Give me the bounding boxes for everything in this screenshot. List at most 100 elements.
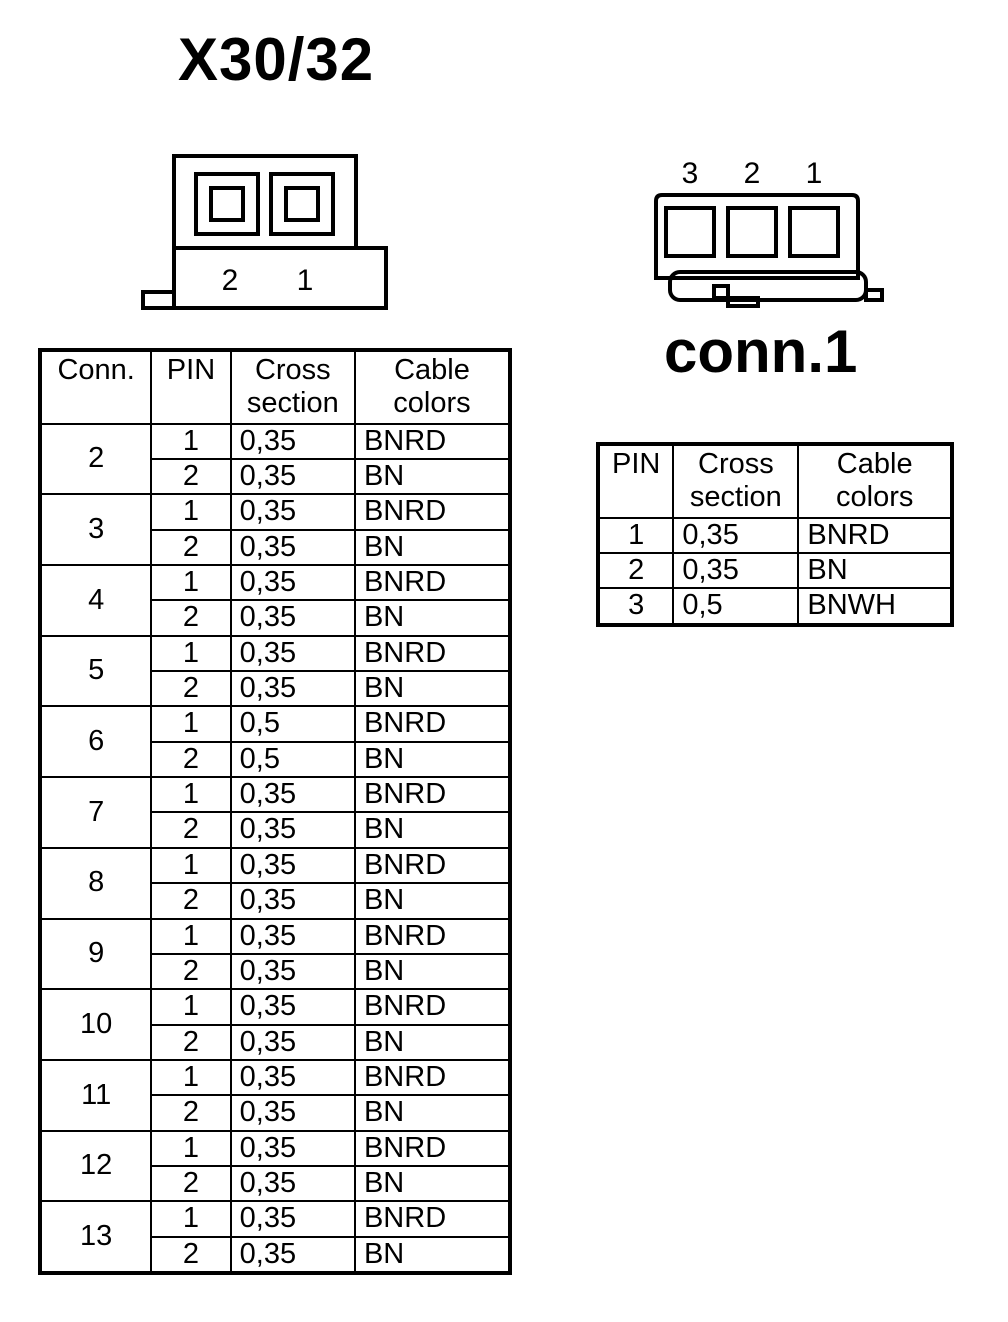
cable-color-value: BNRD — [353, 493, 512, 531]
conn1-housing — [654, 193, 860, 280]
conn-number: 11 — [38, 1058, 153, 1132]
pin-number: 1 — [150, 564, 232, 602]
cross-section-value: 0,35 — [229, 670, 356, 708]
pin-number: 1 — [150, 776, 232, 814]
cable-color-value: BN — [353, 811, 512, 849]
conn-number: 10 — [38, 988, 153, 1061]
x30-32-title: X30/32 — [178, 26, 375, 93]
x30-32-pin-1-inner — [284, 186, 320, 222]
cross-section-value: 0,35 — [672, 516, 800, 555]
cable-color-value: BN — [353, 599, 512, 637]
cross-section-value: 0,35 — [229, 564, 356, 602]
pin-number: 2 — [150, 811, 232, 849]
pin-number: 1 — [150, 917, 232, 955]
pin-number: 1 — [150, 1129, 232, 1167]
cross-section-value: 0,35 — [672, 552, 800, 590]
cross-section-value: 0,35 — [229, 1235, 356, 1274]
cross-section-value: 0,35 — [229, 917, 356, 955]
cable-color-value: BN — [353, 952, 512, 991]
conn1-header-cross-section: Cross section — [672, 443, 800, 519]
cross-section-value: 0,35 — [229, 1094, 356, 1132]
conn1-key — [712, 284, 730, 300]
cable-color-value: BN — [353, 1235, 512, 1274]
x30-32-connector-drawing: 2 1 3 2 1 — [141, 154, 884, 310]
conn-number: 8 — [38, 846, 153, 920]
cross-section-value: 0,5 — [229, 705, 356, 743]
conn-number: 6 — [38, 705, 153, 779]
pin-number: 1 — [150, 988, 232, 1026]
pin-number: 2 — [150, 1164, 232, 1203]
cross-section-value: 0,35 — [229, 493, 356, 531]
pin-number: 1 — [596, 516, 675, 555]
cross-section-value: 0,35 — [229, 1164, 356, 1203]
cable-color-value: BN — [353, 882, 512, 920]
cable-color-value: BNRD — [353, 564, 512, 602]
conn1-pin-label-1: 1 — [806, 157, 823, 190]
cable-color-value: BN — [353, 1164, 512, 1203]
conn-number: 9 — [38, 917, 153, 991]
cross-section-value: 0,35 — [229, 1200, 356, 1238]
cross-section-value: 0,35 — [229, 1023, 356, 1061]
conn1-latch-tab — [864, 288, 884, 302]
conn1-pin-3 — [664, 206, 716, 258]
cross-section-value: 0,35 — [229, 1129, 356, 1167]
x30-32-pin-2-outer — [194, 172, 260, 236]
pin-number: 2 — [150, 740, 232, 779]
cross-section-value: 0,35 — [229, 599, 356, 637]
cable-color-value: BNRD — [353, 846, 512, 885]
cross-section-value: 0,35 — [229, 528, 356, 567]
conn1-pin-2 — [726, 206, 778, 258]
pin-number: 2 — [150, 528, 232, 567]
pin-number: 1 — [150, 422, 232, 461]
cable-color-value: BN — [353, 1023, 512, 1061]
pin-number: 2 — [150, 882, 232, 920]
cross-section-value: 0,35 — [229, 882, 356, 920]
pin-number: 2 — [150, 952, 232, 991]
cross-section-value: 0,35 — [229, 952, 356, 991]
pin-number: 1 — [150, 846, 232, 885]
cross-section-value: 0,35 — [229, 1058, 356, 1097]
cross-section-value: 0,35 — [229, 776, 356, 814]
cable-color-value: BNRD — [353, 776, 512, 814]
cross-section-value: 0,35 — [229, 634, 356, 673]
header-conn: Conn. — [38, 349, 153, 425]
conn-number: 7 — [38, 776, 153, 849]
pin-number: 1 — [150, 493, 232, 531]
pin-number: 2 — [150, 599, 232, 637]
x30-32-pin-2-inner — [209, 186, 245, 222]
cable-color-value: BNRD — [353, 705, 512, 743]
cable-color-value: BN — [353, 458, 512, 496]
header-pin: PIN — [150, 349, 232, 425]
cross-section-value: 0,35 — [229, 846, 356, 885]
x30-32-pin-1-outer — [269, 172, 335, 236]
conn-number: 12 — [38, 1129, 153, 1203]
cable-color-value: BNRD — [353, 422, 512, 461]
x30-32-pin-label-1: 1 — [297, 264, 314, 297]
x30-32-pin-label-2: 2 — [222, 264, 239, 297]
conn-number: 4 — [38, 564, 153, 637]
conn1-key-foot — [726, 296, 760, 308]
conn-number: 13 — [38, 1200, 153, 1274]
